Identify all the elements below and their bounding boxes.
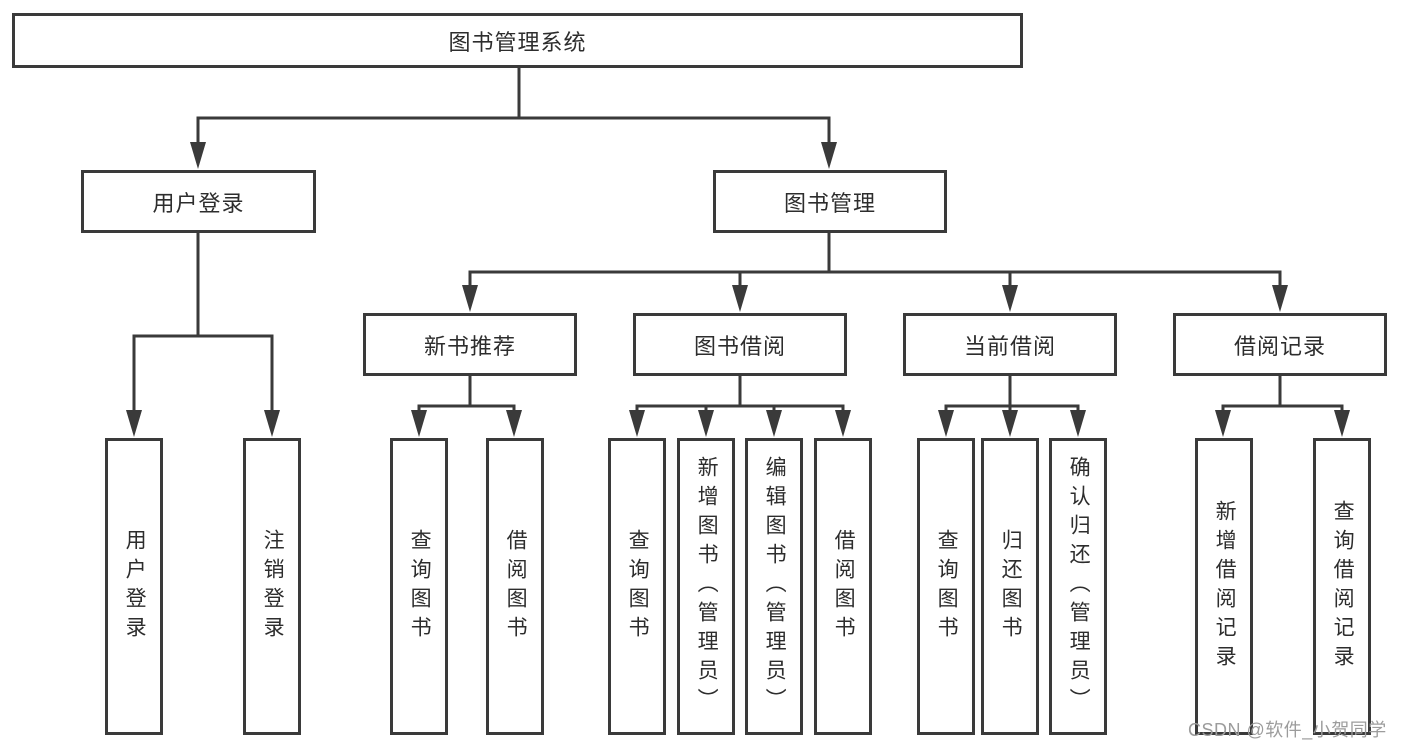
leaf-borrow-books-recommend-label: 借阅图书	[504, 528, 528, 645]
node-book-borrowing-label: 图书借阅	[693, 333, 786, 359]
node-current-borrowing-label: 当前借阅	[963, 333, 1056, 359]
csdn-watermark: CSDN @软件_小贺同学	[1188, 720, 1387, 740]
leaf-edit-books-admin: 编辑图书（管理员）	[745, 438, 803, 735]
leaf-confirm-return-admin: 确认归还（管理员）	[1049, 438, 1107, 735]
leaf-add-borrow-record-label: 新增借阅记录	[1213, 499, 1237, 674]
node-user-login: 用户登录	[81, 170, 316, 233]
leaf-add-borrow-record: 新增借阅记录	[1195, 438, 1253, 735]
leaf-return-books-label: 归还图书	[999, 528, 1023, 645]
leaf-confirm-return-admin-label: 确认归还（管理员）	[1067, 456, 1091, 717]
node-user-login-label: 用户登录	[152, 190, 245, 216]
node-book-management-label: 图书管理	[783, 190, 876, 216]
node-borrowing-records: 借阅记录	[1173, 313, 1387, 376]
node-book-borrowing: 图书借阅	[633, 313, 847, 376]
leaf-query-borrow-record-label: 查询借阅记录	[1331, 499, 1355, 674]
node-borrowing-records-label: 借阅记录	[1233, 333, 1326, 359]
leaf-query-books-borrowing: 查询图书	[608, 438, 666, 735]
leaf-query-books-current: 查询图书	[917, 438, 975, 735]
leaf-add-books-admin: 新增图书（管理员）	[677, 438, 735, 735]
leaf-query-books-recommend-label: 查询图书	[408, 528, 432, 645]
leaf-logout-login-label: 注销登录	[261, 528, 285, 645]
node-new-book-recommend-label: 新书推荐	[423, 333, 516, 359]
node-book-management: 图书管理	[713, 170, 947, 233]
leaf-borrow-books-borrowing: 借阅图书	[814, 438, 872, 735]
leaf-edit-books-admin-label: 编辑图书（管理员）	[763, 456, 787, 717]
leaf-borrow-books-borrowing-label: 借阅图书	[832, 528, 856, 645]
leaf-user-login-label: 用户登录	[123, 528, 147, 645]
leaf-query-books-borrowing-label: 查询图书	[626, 528, 650, 645]
leaf-logout-login: 注销登录	[243, 438, 301, 735]
leaf-query-books-current-label: 查询图书	[935, 528, 959, 645]
leaf-borrow-books-recommend: 借阅图书	[486, 438, 544, 735]
node-current-borrowing: 当前借阅	[903, 313, 1117, 376]
leaf-add-books-admin-label: 新增图书（管理员）	[695, 456, 719, 717]
node-new-book-recommend: 新书推荐	[363, 313, 577, 376]
leaf-user-login: 用户登录	[105, 438, 163, 735]
leaf-query-borrow-record: 查询借阅记录	[1313, 438, 1371, 735]
node-root: 图书管理系统	[12, 13, 1023, 68]
leaf-query-books-recommend: 查询图书	[390, 438, 448, 735]
node-root-label: 图书管理系统	[448, 29, 587, 55]
leaf-return-books: 归还图书	[981, 438, 1039, 735]
